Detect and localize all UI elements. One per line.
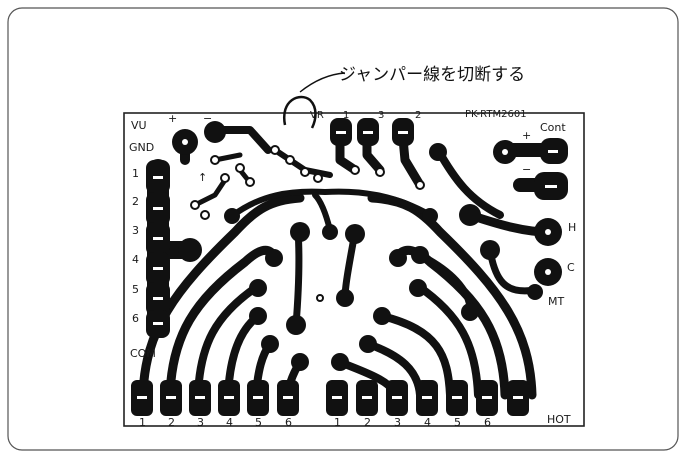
outer-frame — [7, 7, 679, 451]
mt-label: MT — [548, 295, 565, 308]
bottom-right-pin-1: 1 — [334, 416, 341, 429]
bottom-right-pin-5: 5 — [454, 416, 461, 429]
bottom-left-pin-2: 2 — [168, 416, 175, 429]
cont-minus-label: − — [522, 163, 532, 176]
cont-label: Cont — [540, 121, 566, 134]
small-holes — [190, 145, 425, 302]
left-pin-1: 1 — [132, 167, 139, 180]
pad-holes — [137, 131, 558, 399]
bottom-right-pin-2: 2 — [364, 416, 371, 429]
bottom-left-pin-6: 6 — [285, 416, 292, 429]
bottom-right-pin-6: 6 — [484, 416, 491, 429]
board-outline — [123, 112, 585, 427]
cont-plus-label: + — [522, 129, 532, 142]
hot-label: HOT — [547, 413, 571, 426]
bottom-right-pin-4: 4 — [424, 416, 431, 429]
left-pin-5: 5 — [132, 283, 139, 296]
c-label: C — [567, 261, 575, 274]
vr-pin-2: 2 — [415, 110, 422, 121]
left-pin-3: 3 — [132, 224, 139, 237]
board-id-label: PK-RTM2601 — [465, 109, 527, 120]
vu-minus-label: − — [203, 112, 213, 125]
jumper-wire — [282, 95, 317, 129]
h-label: H — [568, 221, 577, 234]
bottom-left-pin-4: 4 — [226, 416, 233, 429]
arrow-mark: ↑ — [198, 171, 208, 184]
callout-leader — [299, 72, 346, 93]
gnd-label: GND — [129, 141, 155, 154]
vr-pin-1: 1 — [343, 110, 350, 121]
vu-label: VU — [131, 119, 147, 132]
left-pin-6: 6 — [132, 312, 139, 325]
bottom-left-pin-5: 5 — [255, 416, 262, 429]
vr-pin-3: 3 — [378, 110, 385, 121]
com-label: COM — [130, 347, 156, 360]
vu-plus-label: + — [168, 112, 178, 125]
left-pin-2: 2 — [132, 195, 139, 208]
bottom-left-pin-3: 3 — [197, 416, 204, 429]
left-pin-4: 4 — [132, 253, 139, 266]
bottom-right-pin-3: 3 — [394, 416, 401, 429]
bottom-left-pin-1: 1 — [139, 416, 146, 429]
traces — [138, 123, 562, 400]
callout-text: ジャンパー線を切断する — [339, 65, 526, 85]
vr-label: VR — [310, 110, 324, 121]
